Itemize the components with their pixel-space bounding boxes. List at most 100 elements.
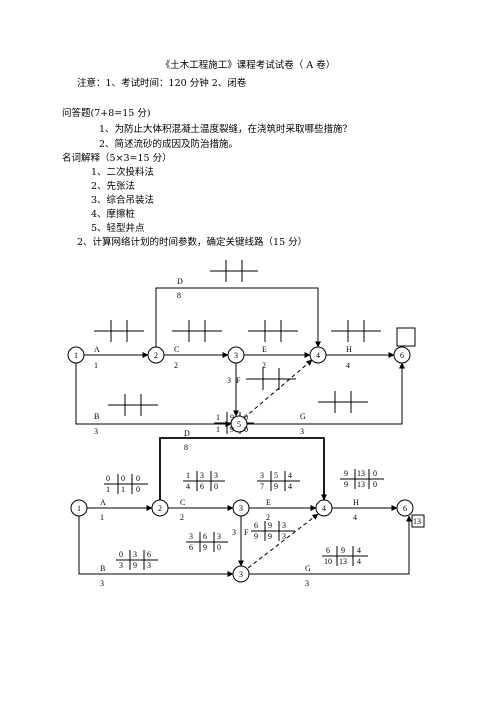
node-2 <box>147 346 165 364</box>
param-cell: 10 <box>324 557 332 566</box>
param-cell: 3 <box>200 471 204 480</box>
blank-param-grid-g <box>318 391 368 413</box>
node-3-label: 3 <box>234 351 238 360</box>
param-grid-c2 <box>183 471 225 491</box>
param-cell: 3 <box>282 532 286 541</box>
param-cell: 0 <box>136 485 140 494</box>
param-cell: 9 <box>254 532 258 541</box>
node-5-label: 5 <box>237 420 241 429</box>
param-cell: 9 <box>268 521 272 530</box>
activity-a2-name: A <box>100 498 106 507</box>
activity-d-duration: 8 <box>177 291 181 300</box>
section1-heading: 问答题(7+8=15 分) <box>62 108 151 119</box>
param-cell: 0 <box>373 480 377 489</box>
terminal-value: 13 <box>413 517 421 526</box>
activity-g2-name: G <box>305 564 311 573</box>
activity-h-duration: 4 <box>346 361 350 370</box>
param-cell: 4 <box>288 471 292 480</box>
param-cell: 13 <box>357 469 365 478</box>
term-4: 4、摩擦桩 <box>91 209 136 220</box>
node-2b <box>151 499 169 517</box>
arrow-g1 <box>247 362 405 425</box>
activity-g2-duration: 3 <box>305 579 309 588</box>
activity-e-duration: 2 <box>262 361 266 370</box>
param-cell: 6 <box>203 532 207 541</box>
param-cell: 0 <box>136 474 140 483</box>
term-1: 1、二次投料法 <box>91 167 155 178</box>
node-4-label: 4 <box>316 351 320 360</box>
param-cell: 9 <box>341 546 345 555</box>
param-cell: 9 <box>344 469 348 478</box>
param-grid-b2 <box>116 550 158 570</box>
question-2: 2、简述流砂的成因及防治措施。 <box>99 139 239 150</box>
node-2b-label: 2 <box>158 504 162 513</box>
param-cell: 0 <box>121 474 125 483</box>
activity-h2-duration: 4 <box>353 513 357 522</box>
param-cell: 0 <box>214 482 218 491</box>
activity-b2-duration: 3 <box>100 579 104 588</box>
section2-heading: 名词解释（5×3=15 分） <box>62 153 172 164</box>
blank-param-grid-a <box>94 320 144 342</box>
param-cell: 13 <box>339 557 347 566</box>
param-cell: 9 <box>274 482 278 491</box>
blank-param-grid-h <box>331 320 381 342</box>
activity-c2-duration: 2 <box>180 513 184 522</box>
param-cell: 6 <box>189 543 193 552</box>
node5-param: 0 <box>244 425 248 434</box>
term-5: 5、轻型井点 <box>91 223 145 234</box>
activity-f2-name: F <box>244 528 249 537</box>
activity-c-name: C <box>174 345 179 354</box>
param-cell: 3 <box>260 471 264 480</box>
param-cell: 5 <box>274 471 278 480</box>
activity-d2-duration: 8 <box>184 443 188 452</box>
node5-param: 1 <box>216 425 220 434</box>
activity-g-name: G <box>300 412 306 421</box>
term-2: 2、先张法 <box>91 181 136 192</box>
param-cell: 4 <box>357 557 361 566</box>
blank-param-grid-b <box>108 394 158 416</box>
param-cell: 6 <box>254 521 258 530</box>
param-cell: 0 <box>373 469 377 478</box>
param-cell: 6 <box>326 546 330 555</box>
network-2 <box>70 437 425 583</box>
term-3: 3、综合吊装法 <box>91 195 155 206</box>
network-question: 2、计算网络计划的时间参数，确定关键线路（15 分） <box>77 237 308 248</box>
param-cell: 3 <box>282 521 286 530</box>
activity-b-duration: 3 <box>94 427 98 436</box>
node-6-label: 6 <box>400 351 404 360</box>
dummy-arrow-2 <box>247 513 319 569</box>
activity-c-duration: 2 <box>174 361 178 370</box>
activity-a2-duration: 1 <box>100 513 104 522</box>
activity-h2-name: H <box>353 498 359 507</box>
node-3c-label: 3 <box>239 570 243 579</box>
param-cell: 0 <box>217 543 221 552</box>
param-cell: 4 <box>288 482 292 491</box>
activity-d-name: D <box>177 277 183 286</box>
blank-param-grid-f <box>246 368 296 390</box>
param-cell: 7 <box>260 482 264 491</box>
node-6 <box>393 346 411 364</box>
arrow-g2 <box>249 515 412 575</box>
exam-title: 《土木工程施工》课程考试试卷（ A 卷） <box>160 60 336 71</box>
param-cell: 6 <box>200 482 204 491</box>
exam-notice: 注意：1、考试时间：120 分钟 2、闭卷 <box>77 78 247 89</box>
param-cell: 6 <box>147 550 151 559</box>
node5-param: 0 <box>244 413 248 422</box>
param-cell: 3 <box>214 471 218 480</box>
arrow-d2 <box>159 437 327 501</box>
question-1: 1、为防止大体积混凝土温度裂缝，在浇筑时采取哪些措施？ <box>99 124 353 135</box>
activity-a-name: A <box>94 345 100 354</box>
param-grid-e2 <box>257 471 300 491</box>
param-grid-g2 <box>322 546 368 566</box>
param-cell: 3 <box>119 561 123 570</box>
activity-b2-name: B <box>100 564 105 573</box>
node-3b-label: 3 <box>239 504 243 513</box>
network-2-labels: 1 2 3 4 6 3 13 A 1 C 2 E 2 H 4 D 8 B 3 G… <box>77 429 421 588</box>
param-grid-a2 <box>104 474 148 494</box>
activity-c2-name: C <box>180 498 185 507</box>
node-6b <box>396 499 414 517</box>
node-1-label: 1 <box>74 351 78 360</box>
node5-param: 9 <box>230 425 234 434</box>
blank-param-grid-e <box>248 320 298 342</box>
param-cell: 9 <box>268 532 272 541</box>
